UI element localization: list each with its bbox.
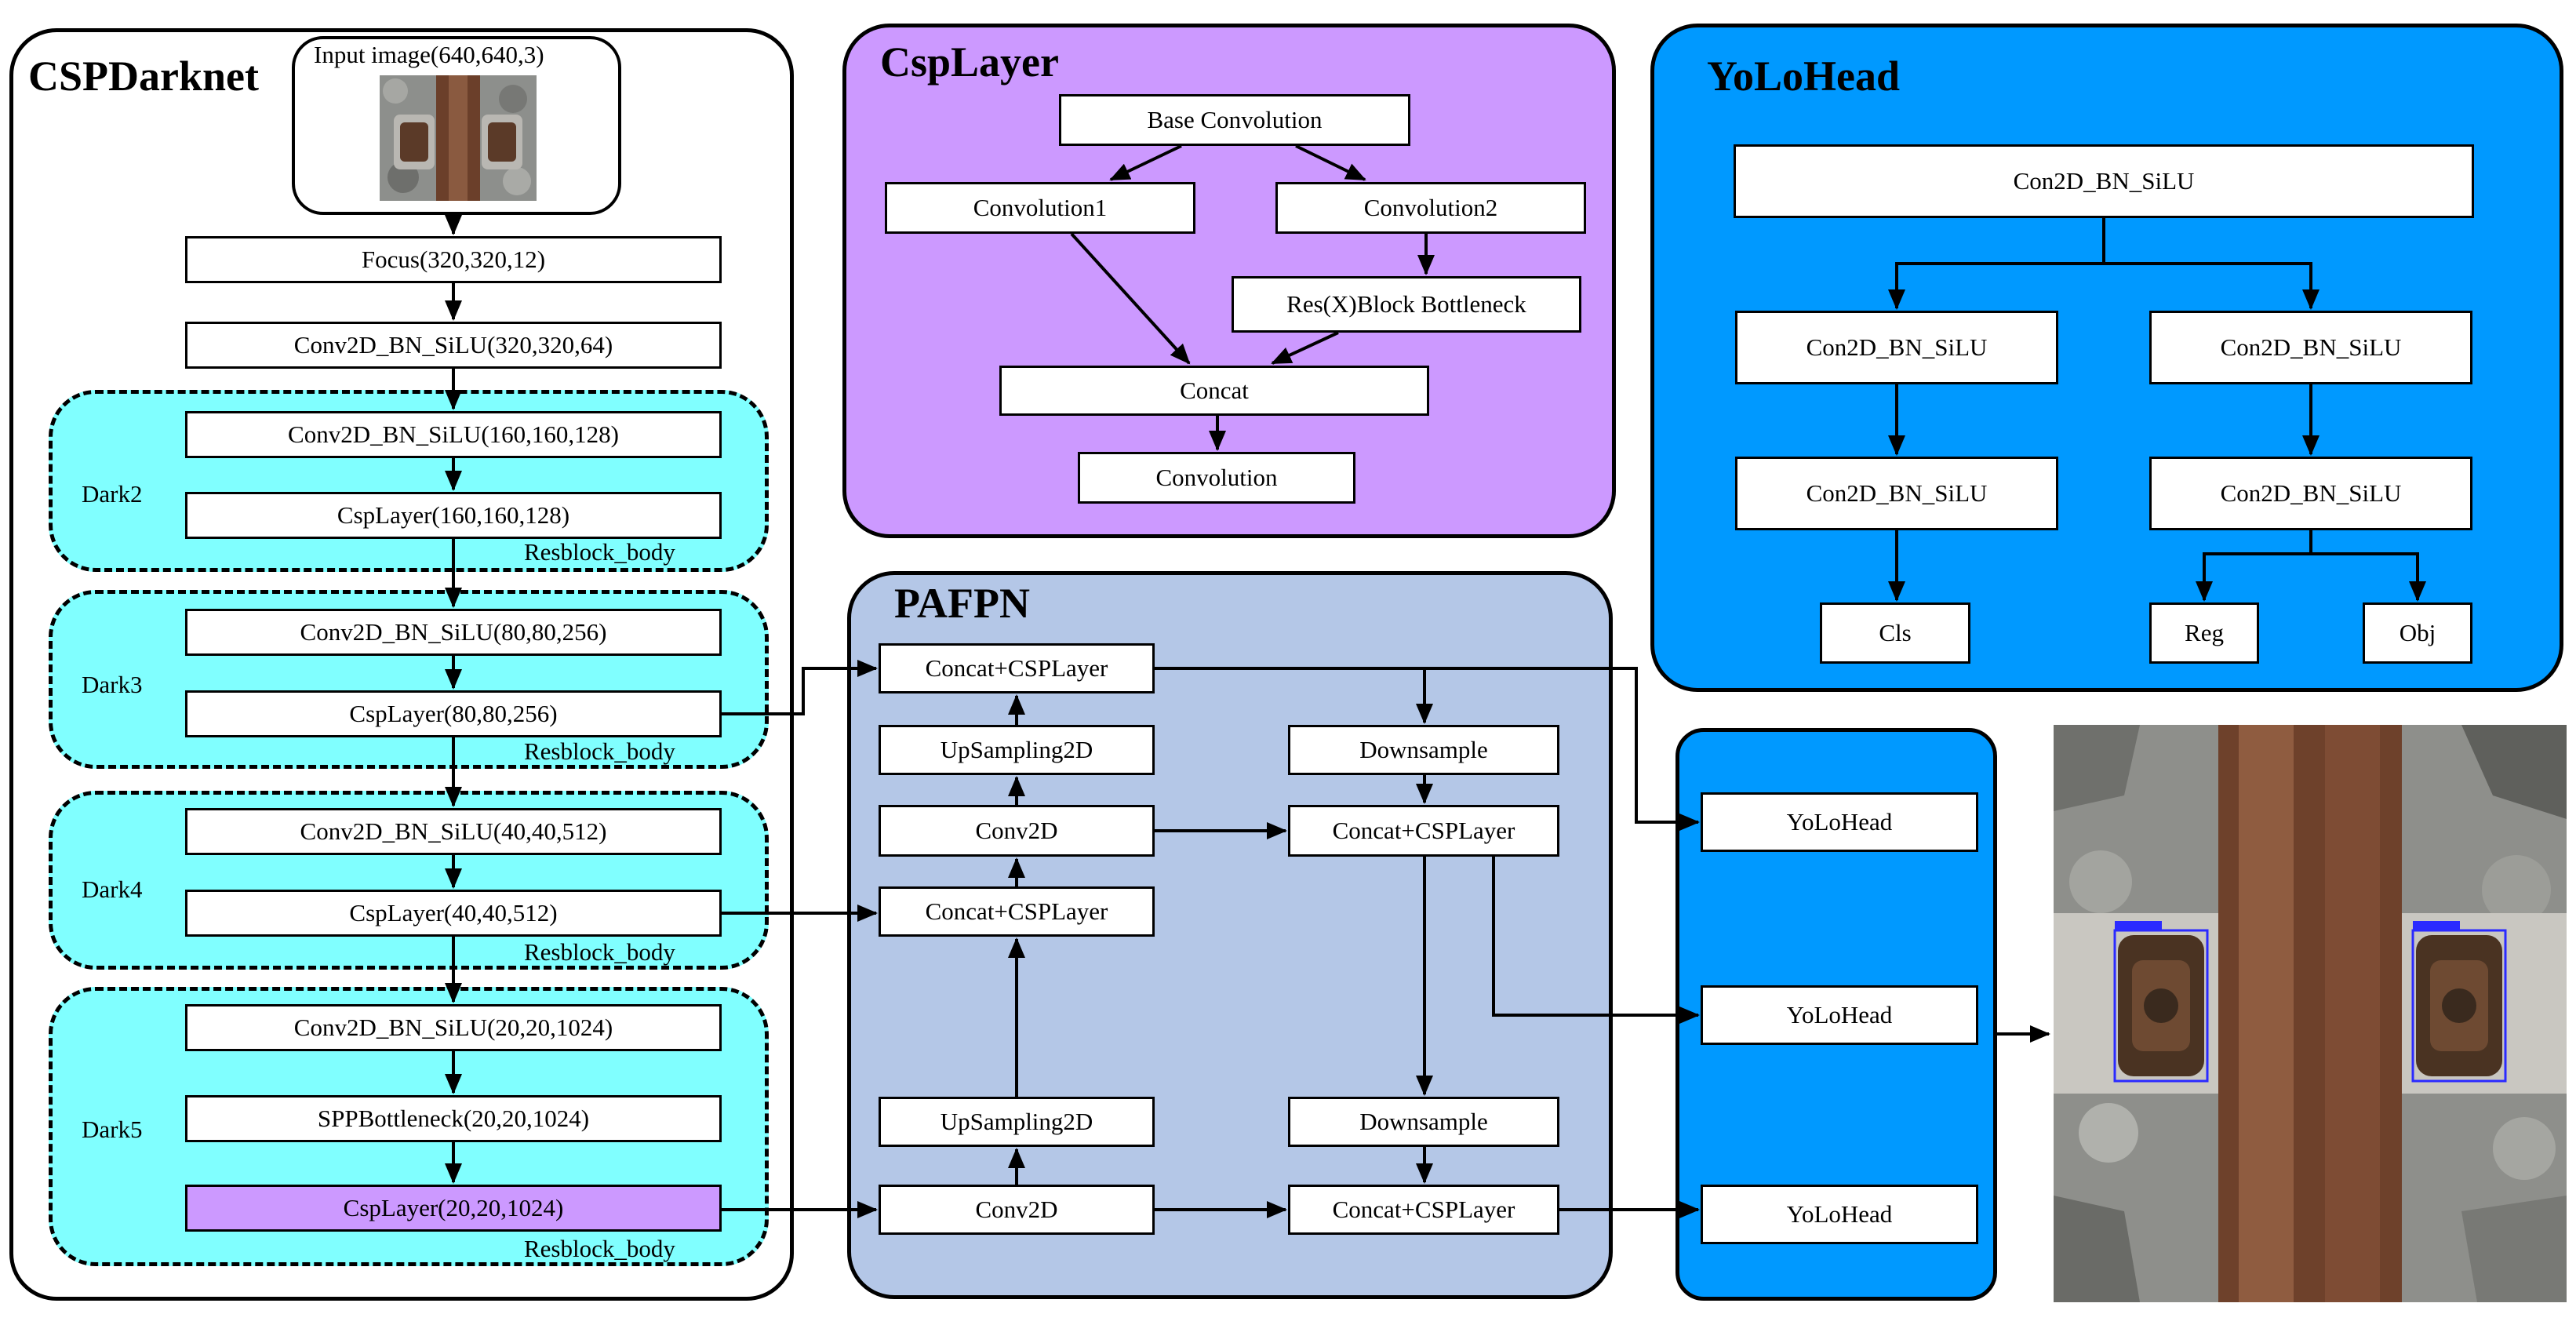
yolohead-obj-box: Obj	[2363, 602, 2472, 664]
cspdarknet-panel	[9, 28, 794, 1301]
pafpn-downsample-top-box: Downsample	[1288, 725, 1559, 775]
output-detection-image	[2054, 725, 2567, 1302]
dark4-label: Dark4	[82, 875, 143, 903]
yolohead-right2-box: Con2D_BN_SiLU	[2149, 457, 2472, 530]
dark2-label: Dark2	[82, 480, 143, 508]
dark5-spp-box: SPPBottleneck(20,20,1024)	[185, 1095, 722, 1142]
input-image-thumbnail	[380, 75, 537, 201]
pafpn-conv-bottom-box: Conv2D	[879, 1185, 1155, 1235]
head-2-box: YoLoHead	[1701, 985, 1978, 1045]
dark3-csp-box: CspLayer(80,80,256)	[185, 690, 722, 737]
dark2-resblock-tag: Resblock_body	[524, 538, 675, 566]
pafpn-concat-top-box: Concat+CSPLayer	[879, 643, 1155, 693]
pafpn-conv-mid-box: Conv2D	[879, 805, 1155, 857]
input-image-label: Input image(640,640,3)	[314, 41, 544, 68]
yolohead-left1-box: Con2D_BN_SiLU	[1735, 311, 2058, 384]
csplayer-concat-box: Concat	[999, 366, 1429, 416]
dark4-resblock-tag: Resblock_body	[524, 938, 675, 966]
yolohead-left2-box: Con2D_BN_SiLU	[1735, 457, 2058, 530]
dark4-csp-box: CspLayer(40,40,512)	[185, 890, 722, 937]
pafpn-upsample-bottom-box: UpSampling2D	[879, 1097, 1155, 1147]
dark4-conv-box: Conv2D_BN_SiLU(40,40,512)	[185, 808, 722, 855]
pafpn-title: PAFPN	[894, 580, 1030, 627]
dark2-conv-box: Conv2D_BN_SiLU(160,160,128)	[185, 411, 722, 458]
pafpn-downsample-bottom-box: Downsample	[1288, 1097, 1559, 1147]
csplayer-base-box: Base Convolution	[1059, 94, 1410, 146]
conv-stem-box: Conv2D_BN_SiLU(320,320,64)	[185, 322, 722, 369]
pafpn-concat-right-mid-box: Concat+CSPLayer	[1288, 805, 1559, 857]
pafpn-upsample-top-box: UpSampling2D	[879, 725, 1155, 775]
yolohead-reg-box: Reg	[2149, 602, 2259, 664]
dark5-label: Dark5	[82, 1116, 143, 1143]
csplayer-title: CspLayer	[880, 38, 1059, 86]
dark2-csp-box: CspLayer(160,160,128)	[185, 492, 722, 539]
dark5-csp-box: CspLayer(20,20,1024)	[185, 1185, 722, 1232]
pafpn-concat-mid-box: Concat+CSPLayer	[879, 886, 1155, 937]
focus-box: Focus(320,320,12)	[185, 236, 722, 283]
dark3-conv-box: Conv2D_BN_SiLU(80,80,256)	[185, 609, 722, 656]
dark5-resblock-tag: Resblock_body	[524, 1235, 675, 1262]
yolohead-cls-box: Cls	[1820, 602, 1970, 664]
csplayer-conv1-box: Convolution1	[885, 182, 1195, 234]
dark3-label: Dark3	[82, 671, 143, 698]
csplayer-res-box: Res(X)Block Bottleneck	[1232, 276, 1581, 333]
yolohead-right1-box: Con2D_BN_SiLU	[2149, 311, 2472, 384]
yolohead-top-box: Con2D_BN_SiLU	[1734, 144, 2474, 218]
pafpn-concat-right-bottom-box: Concat+CSPLayer	[1288, 1185, 1559, 1235]
head-1-box: YoLoHead	[1701, 792, 1978, 852]
yolohead-title: YoLoHead	[1707, 53, 1901, 100]
csplayer-conv2-box: Convolution2	[1275, 182, 1586, 234]
cspdarknet-title: CSPDarknet	[28, 53, 259, 100]
dark3-resblock-tag: Resblock_body	[524, 737, 675, 765]
dark5-conv-box: Conv2D_BN_SiLU(20,20,1024)	[185, 1004, 722, 1051]
head-3-box: YoLoHead	[1701, 1185, 1978, 1244]
csplayer-conv-box: Convolution	[1078, 452, 1355, 504]
